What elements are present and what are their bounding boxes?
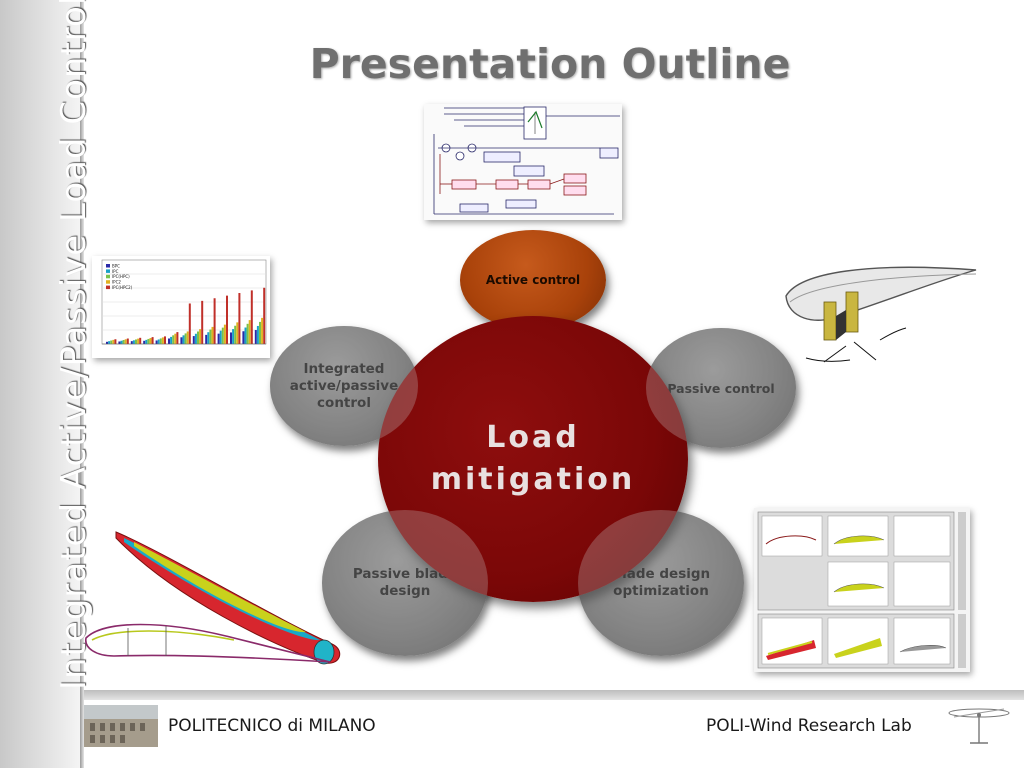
thumbnail-bar	[139, 337, 142, 344]
thumbnail-legend-label: IPC(HPC)	[112, 274, 130, 279]
thumbnail-legend-swatch	[106, 269, 110, 273]
thumbnail-bar	[126, 338, 129, 344]
thumbnail-bar	[248, 320, 251, 344]
thumbnail-bar	[188, 303, 191, 344]
thumbnail-bar	[110, 340, 113, 344]
topic-active-control-label: Active control	[485, 273, 581, 287]
thumbnail-bar	[213, 298, 216, 344]
thumbnail-legend-swatch	[106, 285, 110, 290]
thumbnail-bar	[130, 341, 133, 344]
topic-active-control[interactable]: Active control	[460, 230, 606, 330]
thumbnail-bar	[197, 331, 199, 344]
thumbnail-bar	[118, 341, 121, 344]
thumbnail-bar	[236, 322, 239, 344]
thumbnail-legend-label: IPC(HPC2)	[112, 285, 133, 290]
thumbnail-bar	[261, 317, 264, 344]
topic-integrated-control-label: Integrated active/passive control	[289, 360, 399, 411]
center-label-line1: Load	[486, 420, 580, 455]
thumbnail-bar	[176, 332, 179, 344]
thumbnail-bar	[259, 321, 261, 344]
thumbnail-bar	[106, 341, 108, 344]
topic-blade-design-optimization-label: Blade design optimization	[611, 566, 711, 599]
thumbnail-bar	[194, 333, 197, 344]
thumbnail-bar	[114, 339, 117, 344]
thumbnail-bar	[201, 300, 204, 344]
thumbnail-bar	[232, 329, 235, 344]
thumbnail-bar	[155, 340, 158, 344]
thumbnail-bar	[132, 340, 135, 344]
thumbnail-bar	[122, 339, 125, 344]
center-load-mitigation[interactable]: Load mitigation	[378, 316, 688, 602]
thumbnail-bar	[250, 290, 253, 344]
thumbnail-bar	[211, 326, 214, 344]
thumbnail-bar	[168, 338, 170, 344]
thumbnail-bar	[244, 327, 247, 344]
slide-title: Presentation Outline	[309, 40, 791, 88]
thumbnail-bar	[124, 339, 127, 344]
thumbnail-bar	[174, 333, 177, 344]
thumbnail-bar	[147, 338, 150, 344]
thumbnail-bar	[108, 341, 111, 344]
thumbnail-bar	[199, 329, 202, 344]
thumbnail-bar	[180, 337, 183, 344]
thumbnail-legend-swatch	[106, 280, 110, 284]
thumbnail-bar	[254, 330, 257, 344]
thumbnail-bar	[230, 332, 232, 344]
thumbnail-bar	[137, 338, 140, 344]
thumbnail-bar	[192, 336, 195, 344]
control-diagram-image	[424, 104, 622, 220]
thumbnail-bar	[223, 324, 226, 344]
thumbnail-bar	[135, 339, 137, 344]
sidebar-edge	[80, 0, 84, 768]
thumbnail-bar	[120, 340, 123, 344]
thumbnail-bar	[217, 333, 220, 344]
sidebar	[0, 0, 80, 768]
optimization-flowchart-image	[754, 508, 970, 672]
thumbnail-bar	[170, 336, 173, 344]
thumbnail-bar	[234, 325, 237, 344]
thumbnail-bar	[238, 293, 241, 344]
thumbnail-bar	[242, 331, 245, 344]
thumbnail-bar	[226, 295, 228, 344]
thumbnail-bar	[205, 334, 208, 344]
thumbnail-legend-swatch	[106, 264, 110, 268]
poli-wind-logo	[944, 703, 1014, 749]
footer-institution: POLITECNICO di MILANO	[168, 716, 376, 736]
thumbnail-bar	[145, 339, 148, 344]
thumbnail-legend-label: IPC2	[112, 280, 121, 285]
thumbnail-bar	[221, 327, 224, 344]
thumbnail-bar	[246, 323, 249, 344]
thumbnail-bar	[184, 333, 187, 344]
thumbnail-bar	[186, 331, 189, 344]
airfoil-section-image	[780, 256, 980, 368]
thumbnail-bar	[209, 329, 212, 344]
thumbnail-bar	[172, 335, 175, 344]
thumbnail-bar	[207, 332, 210, 344]
thumbnail-bar	[164, 336, 166, 344]
thumbnail-bar	[182, 335, 185, 344]
thumbnail-legend-label: IPC	[112, 269, 119, 274]
thumbnail-bar	[219, 330, 222, 344]
thumbnail-bar	[143, 340, 146, 344]
blade-model-image	[84, 528, 364, 678]
thumbnail-bar	[263, 287, 266, 344]
thumbnail-bar	[149, 338, 152, 344]
thumbnail-bar	[256, 325, 259, 344]
thumbnail-bar	[161, 337, 164, 344]
footer-divider	[84, 690, 1024, 700]
thumbnail-bar	[151, 337, 154, 344]
topic-passive-control-label: Passive control	[667, 380, 775, 396]
center-label-line2: mitigation	[430, 462, 636, 497]
thumbnail-legend-swatch	[106, 274, 110, 279]
topic-passive-blade-design-label: Passive blade design	[352, 566, 458, 599]
politecnico-building-photo	[84, 705, 158, 747]
thumbnail-legend-label: BPC	[112, 263, 120, 268]
thumbnail-bar	[159, 338, 162, 344]
footer-lab-name: POLI-Wind Research Lab	[706, 716, 912, 736]
thumbnail-bar	[157, 339, 160, 344]
thumbnail-bar	[112, 339, 115, 344]
